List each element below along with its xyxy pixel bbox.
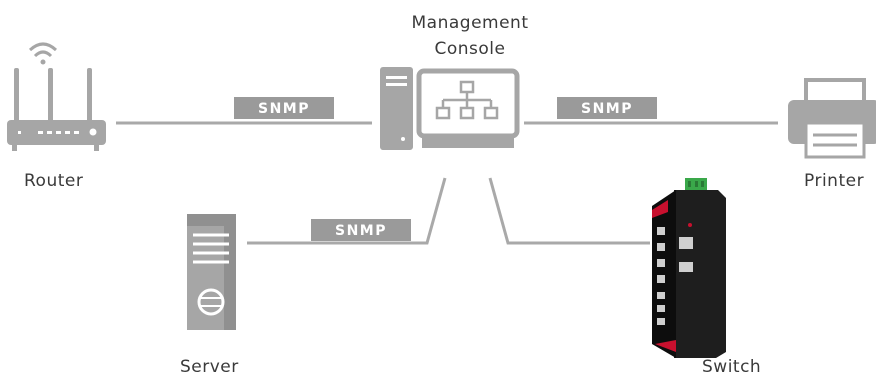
link-server-console [247, 177, 447, 245]
snmp-tag-server: SNMP [311, 219, 411, 241]
industrial-switch-icon [652, 178, 726, 358]
snmp-label: SNMP [258, 101, 310, 117]
management-console-label-line2: Console [434, 39, 506, 59]
switch-label: Switch [702, 357, 762, 377]
printer-label: Printer [804, 171, 865, 191]
link-console-switch [488, 177, 650, 245]
router-label: Router [24, 171, 84, 191]
snmp-label: SNMP [581, 101, 633, 117]
management-console-label-line1: Management [411, 13, 529, 33]
network-hierarchy-icon [435, 80, 499, 120]
snmp-label: SNMP [335, 223, 387, 239]
router-icon [7, 42, 106, 151]
server-label: Server [180, 357, 239, 377]
printer-icon [788, 78, 876, 159]
management-console-label: Management Console [395, 10, 545, 62]
snmp-tag-router: SNMP [234, 97, 334, 119]
server-icon [187, 214, 236, 330]
connection-lines [116, 121, 778, 245]
management-console-icon [380, 67, 520, 150]
snmp-tag-printer: SNMP [557, 97, 657, 119]
